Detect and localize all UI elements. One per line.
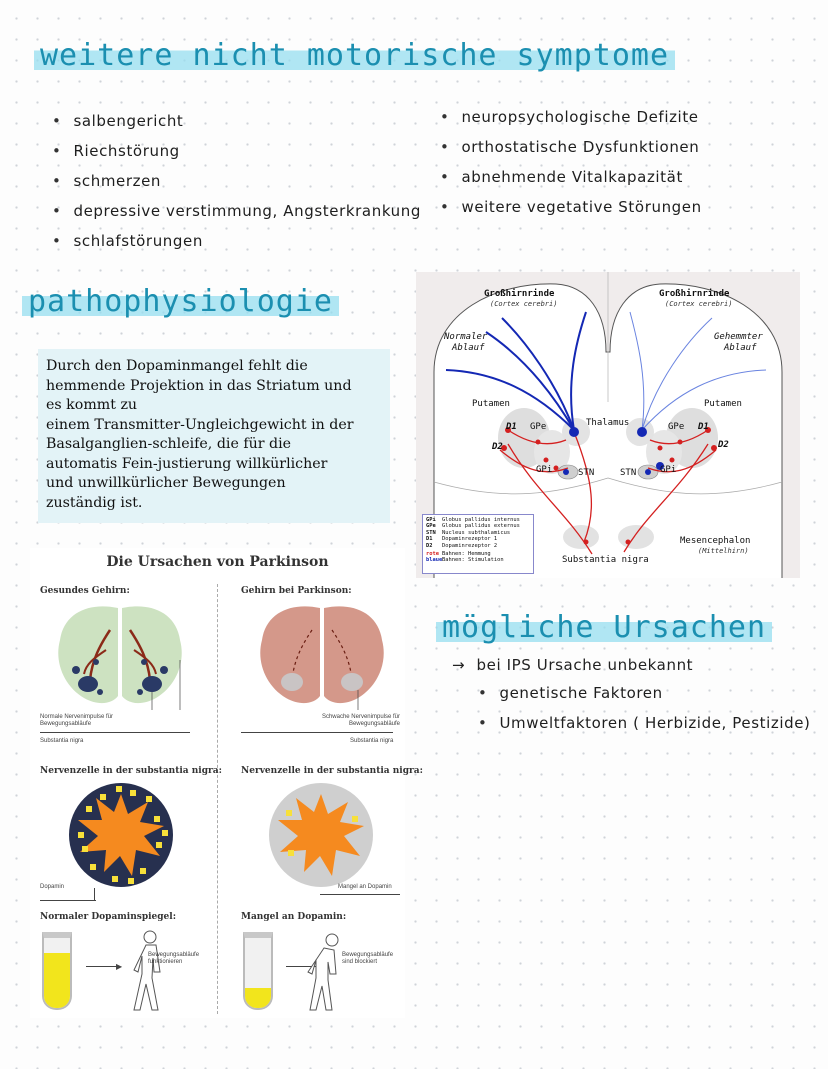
list-item: schmerzen [52, 166, 421, 196]
label-substantia-nigra-left: Substantia nigra [40, 738, 84, 744]
label-dopamin-mangel: Mangel an Dopamin [338, 884, 392, 890]
parkinson-brain-heading: Gehirn bei Parkinson: [241, 586, 352, 596]
healthy-brain-illustration [58, 606, 182, 710]
label-stn-left: STN [578, 468, 595, 478]
label-d2-left: D2 [492, 442, 503, 452]
label-rule [40, 900, 96, 901]
label-cortex-right: Großhirnrinde [659, 289, 730, 299]
title-possible-causes: mögliche Ursachen [436, 610, 773, 645]
pointer-line [94, 888, 95, 900]
title-pathophysiology: pathophysiologie [22, 284, 339, 319]
divider [217, 584, 218, 1014]
list-item: salbengericht [52, 106, 421, 136]
label-movement-ok: Bewegungsabläufe funktionieren [148, 952, 200, 965]
label-cortex-left-sub: (Cortex cerebri) [490, 300, 558, 308]
infographic-title: Die Ursachen von Parkinson [106, 554, 329, 570]
list-causes: genetische Faktoren Umweltfaktoren ( Her… [478, 678, 811, 738]
list-item: genetische Faktoren [478, 678, 811, 708]
arrow-line [86, 966, 118, 967]
label-putamen-left: Putamen [472, 399, 510, 409]
list-nonmotor-left: salbengericht Riechstörung schmerzen dep… [52, 106, 421, 256]
text-line: Durch den Dopaminmangel fehlt die [46, 358, 308, 374]
label-dopamin: Dopamin [40, 884, 65, 890]
label-inhibited-flow-2: Ablauf [724, 343, 757, 353]
label-stn-right: STN [620, 468, 637, 478]
text-line: hemmende Projektion in das Striatum und [46, 377, 352, 394]
neuron-heading-right: Nervenzelle in der substantia nigra: [241, 766, 423, 776]
legend-row: blaueBahnen: Stimulation [426, 557, 504, 564]
tube-normal [42, 932, 72, 1010]
person-stooped-icon [307, 933, 339, 1011]
list-item: weitere vegetative Störungen [440, 192, 702, 222]
label-normal-flow-2: Ablauf [452, 343, 485, 353]
parkinson-infographic: Die Ursachen von Parkinson Gesundes Gehi… [30, 548, 423, 1018]
neuron-healthy-illustration [69, 783, 173, 887]
label-rule [241, 732, 393, 733]
title-nonmotor-symptoms: weitere nicht motorische symptome [34, 38, 676, 73]
pathophysiology-text-box: Durch den Dopaminmangel fehlt die hemmen… [38, 349, 390, 523]
label-mesencephalon-sub: (Mittelhirn) [698, 547, 749, 555]
label-normal-flow-1: Normaler [444, 332, 488, 342]
label-substantia-nigra: Substantia nigra [562, 555, 649, 565]
text-line: zuständig ist. [46, 494, 143, 511]
label-d1-right: D1 [698, 422, 709, 432]
person-walking-icon [133, 930, 161, 1011]
label-substantia-nigra-right: Substantia nigra [350, 738, 394, 744]
label-cortex-right-sub: (Cortex cerebri) [665, 300, 733, 308]
label-gpe-right: GPe [668, 422, 685, 432]
diagram-graphics [433, 272, 783, 578]
list-item: Umweltfaktoren ( Herbizide, Pestizide) [478, 708, 811, 738]
text-line: einem Transmitter-Ungleichgewicht in der [46, 416, 354, 433]
label-d2-right: D2 [718, 440, 729, 450]
lack-level-heading: Mangel an Dopamin: [241, 912, 347, 922]
cause-item-unknown: → bei IPS Ursache unbekannt [452, 656, 694, 674]
normal-level-heading: Normaler Dopaminspiegel: [40, 912, 177, 922]
list-item: schlafstörungen [52, 226, 421, 256]
label-inhibited-flow-1: Gehemmter [714, 332, 763, 342]
text-line: automatis Fein-justierung willkürlicher [46, 455, 328, 472]
arrow-line [286, 966, 318, 967]
label-d1-left: D1 [506, 422, 517, 432]
list-item: neuropsychologische Defizite [440, 102, 702, 132]
label-gpi-left: GPi [536, 465, 553, 475]
text-line: und unwillkürlicher Bewegungen [46, 475, 286, 491]
label-rule [320, 894, 400, 895]
neuron-heading-left: Nervenzelle in der substantia nigra: [40, 766, 222, 776]
label-normal-impulses: Normale Nervenimpulse für Bewegungsabläu… [40, 714, 114, 727]
label-gpi-right: GPi [660, 465, 677, 475]
text-line: Basalganglien-schleife, die für die [46, 436, 292, 452]
arrow-right-icon: → [452, 656, 466, 674]
dopamine-level-normal [44, 953, 70, 1008]
tube-lack [243, 932, 273, 1010]
parkinson-brain-illustration [260, 606, 384, 710]
label-rule [40, 732, 190, 733]
list-item: orthostatische Dysfunktionen [440, 132, 702, 162]
healthy-brain-heading: Gesundes Gehirn: [40, 586, 130, 596]
label-movement-blocked: Bewegungsabläufe sind blockiert [342, 952, 394, 965]
neuron-parkinson-illustration [269, 783, 373, 887]
label-mesencephalon: Mesencephalon [680, 536, 751, 546]
label-weak-impulses: Schwache Nervenimpulse für Bewegungsablä… [321, 714, 400, 727]
list-item: depressive verstimmung, Angsterkrankung [52, 196, 421, 226]
label-cortex-left: Großhirnrinde [484, 289, 555, 299]
dopamine-level-lack [245, 988, 271, 1008]
text-line: es kommt zu [46, 397, 138, 413]
label-thalamus: Thalamus [586, 418, 630, 428]
label-putamen-right: Putamen [704, 399, 742, 409]
list-item: abnehmende Vitalkapazität [440, 162, 702, 192]
label-gpe-left: GPe [530, 422, 547, 432]
list-nonmotor-right: neuropsychologische Defizite orthostatis… [440, 102, 702, 222]
arrow-head-icon: ▶ [116, 962, 123, 971]
list-item: Riechstörung [52, 136, 421, 166]
